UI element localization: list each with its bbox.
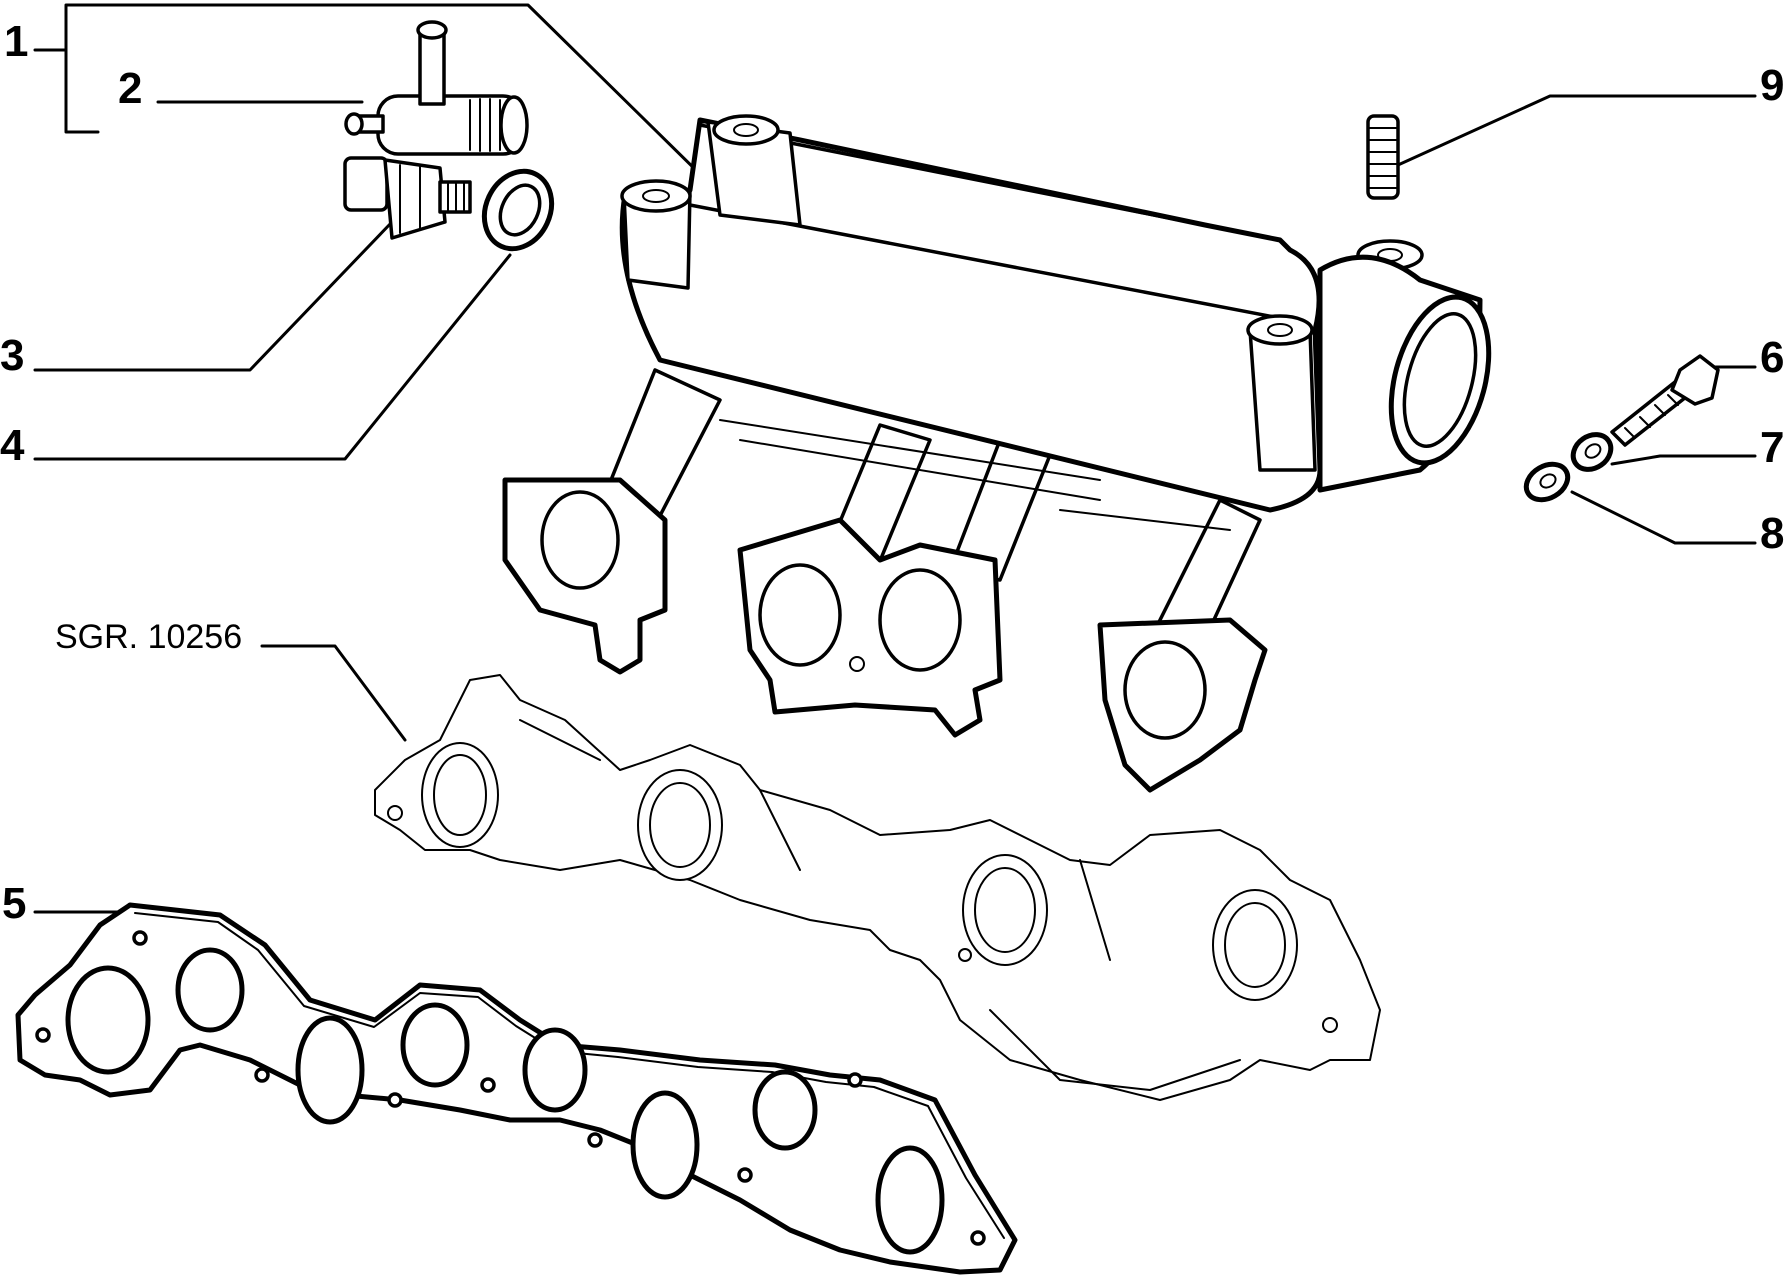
callout-8[interactable]: 8 (1760, 509, 1784, 558)
callout-4[interactable]: 4 (0, 421, 25, 470)
leader-3 (33, 220, 394, 372)
leader-4 (33, 253, 512, 461)
callout-9[interactable]: 9 (1760, 61, 1784, 110)
t-fitting-part-2[interactable] (344, 20, 529, 156)
reference-code: SGR. 10256 (55, 618, 242, 656)
leader-1-bracket (64, 48, 100, 134)
leader-9 (1396, 94, 1757, 167)
leader-8 (1570, 490, 1757, 545)
bolt-part-6[interactable] (1610, 354, 1720, 447)
callout-2[interactable]: 2 (118, 64, 142, 113)
intake-manifold-part-1[interactable] (502, 114, 1505, 793)
exhaust-manifold-reference[interactable] (374, 674, 1381, 1101)
callout-6[interactable]: 6 (1760, 333, 1784, 382)
sensor-part-3[interactable] (343, 156, 472, 240)
callout-7[interactable]: 7 (1760, 423, 1784, 472)
leader-7 (1610, 454, 1757, 466)
washer-part-4[interactable] (472, 160, 564, 260)
washer-part-7[interactable] (1566, 427, 1617, 476)
callout-5[interactable]: 5 (2, 879, 26, 928)
leader-lines (33, 3, 1757, 914)
leader-1 (33, 3, 708, 182)
leader-sgr (260, 644, 407, 742)
stud-part-9[interactable] (1366, 114, 1400, 200)
washer-part-8[interactable] (1520, 457, 1574, 507)
gasket-part-5[interactable] (15, 902, 1018, 1275)
callout-1[interactable]: 1 (4, 17, 28, 66)
callout-3[interactable]: 3 (0, 331, 24, 380)
